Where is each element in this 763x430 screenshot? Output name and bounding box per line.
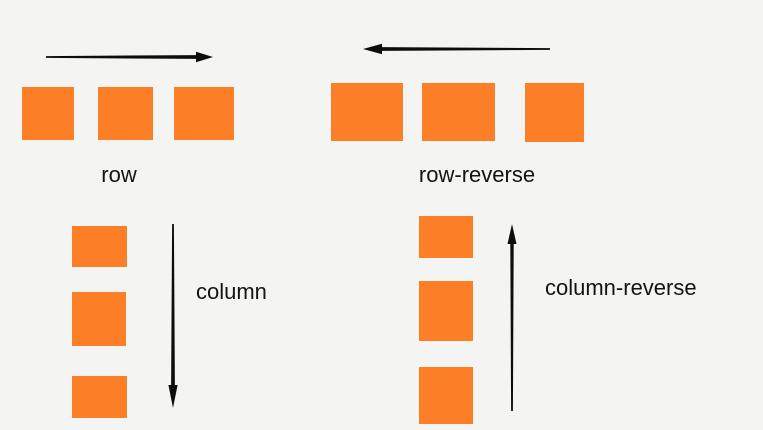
flex-item-box: [525, 83, 584, 142]
down-arrow-icon: [168, 224, 178, 408]
flex-item-box: [72, 292, 126, 346]
up-arrow-icon: [507, 224, 517, 411]
flex-item-box: [174, 87, 234, 140]
flex-item-box: [419, 216, 473, 258]
flex-item-box: [419, 367, 473, 424]
row-label: row: [101, 162, 137, 187]
flex-item-box: [72, 376, 127, 418]
flex-item-box: [98, 87, 153, 140]
left-arrow-icon: [363, 43, 550, 55]
flex-item-box: [72, 226, 127, 267]
row-reverse-label: row-reverse: [418, 162, 536, 187]
flex-item-box: [422, 83, 495, 141]
right-arrow-icon: [46, 51, 213, 63]
column-label: column: [196, 279, 267, 304]
column-reverse-label: column-reverse: [545, 275, 697, 300]
flex-item-box: [419, 281, 473, 341]
flex-item-box: [22, 87, 74, 140]
flex-item-box: [331, 83, 403, 141]
